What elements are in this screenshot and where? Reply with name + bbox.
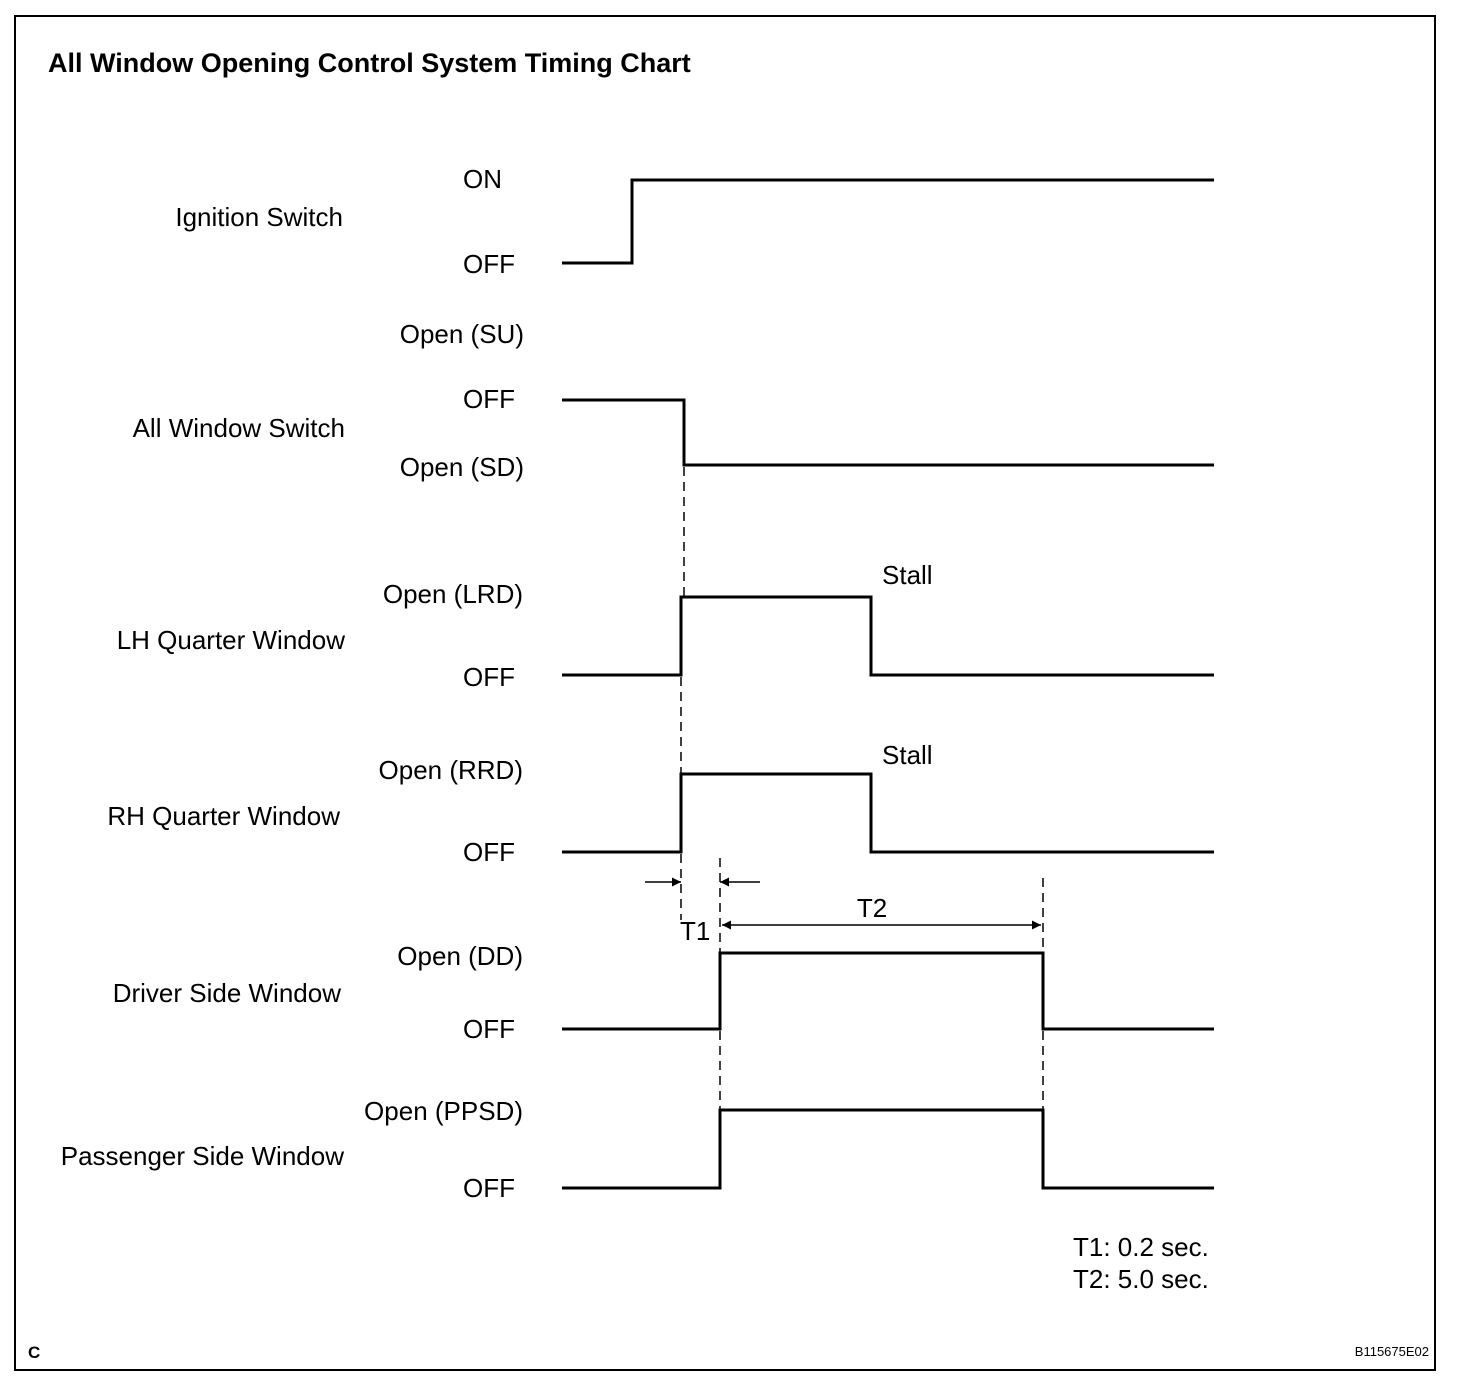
ignition-off-label: OFF	[463, 249, 515, 279]
all-window-off-label: OFF	[463, 384, 515, 414]
passenger-open-ppsd-label: Open (PPSD)	[364, 1096, 523, 1126]
ignition-on-label: ON	[463, 164, 502, 194]
all-window-open-su-label: Open (SU)	[400, 319, 524, 349]
lh-quarter-window-waveform	[562, 595, 1214, 677]
corner-mark: C	[28, 1343, 40, 1362]
t1-label: T1	[680, 916, 710, 946]
ignition-switch-waveform	[562, 178, 1214, 265]
figure-code: B115675E02	[1355, 1344, 1429, 1359]
ignition-switch-label: Ignition Switch	[175, 202, 343, 232]
all-window-open-sd-label: Open (SD)	[400, 452, 524, 482]
passenger-side-window-waveform	[562, 1108, 1214, 1190]
rh-open-rrd-label: Open (RRD)	[379, 755, 523, 785]
driver-off-label: OFF	[463, 1014, 515, 1044]
lh-off-label: OFF	[463, 662, 515, 692]
diagram-frame	[14, 15, 1436, 1371]
t1-note: T1: 0.2 sec.	[1073, 1232, 1209, 1262]
t2-label: T2	[857, 893, 887, 923]
driver-side-window-waveform	[562, 951, 1214, 1031]
rh-stall-label: Stall	[882, 740, 933, 770]
all-window-switch-waveform	[562, 398, 1214, 467]
chart-title: All Window Opening Control System Timing…	[48, 48, 691, 78]
t2-note: T2: 5.0 sec.	[1073, 1264, 1209, 1294]
passenger-off-label: OFF	[463, 1173, 515, 1203]
rh-quarter-window-waveform	[562, 772, 1214, 854]
passenger-side-window-label: Passenger Side Window	[61, 1141, 344, 1171]
lh-quarter-window-label: LH Quarter Window	[117, 625, 346, 655]
lh-stall-label: Stall	[882, 560, 933, 590]
all-window-switch-label: All Window Switch	[133, 413, 345, 443]
lh-open-lrd-label: Open (LRD)	[383, 579, 523, 609]
rh-off-label: OFF	[463, 837, 515, 867]
driver-side-window-label: Driver Side Window	[113, 978, 342, 1008]
rh-quarter-window-label: RH Quarter Window	[107, 801, 340, 831]
driver-open-dd-label: Open (DD)	[397, 941, 523, 971]
